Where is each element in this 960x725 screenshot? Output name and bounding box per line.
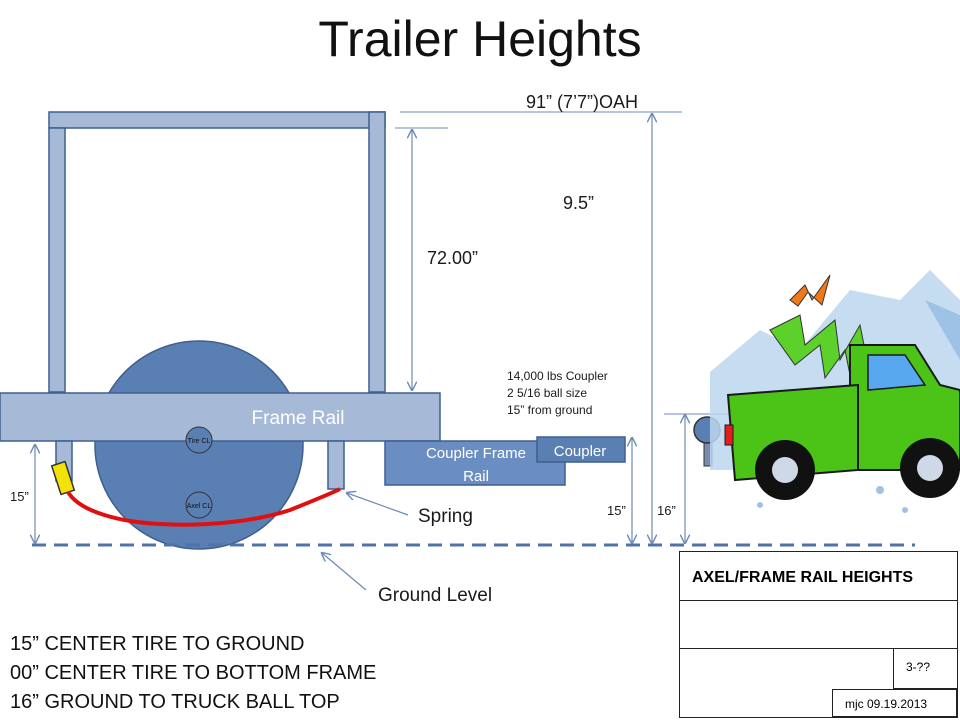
coupler-spec-line3: 15” from ground: [507, 403, 593, 417]
spring-label: Spring: [418, 506, 473, 527]
title-block-signature: mjc 09.19.2013: [832, 689, 957, 717]
ground-pointer: [322, 553, 367, 591]
ground-level-label: Ground Level: [378, 585, 493, 606]
axel-cl-label: Axel CL: [187, 503, 212, 510]
note-line-3: 16” GROUND TO TRUCK BALL TOP: [10, 691, 340, 713]
title-block-heading: AXEL/FRAME RAIL HEIGHTS: [680, 552, 957, 601]
page-title: Trailer Heights: [318, 11, 642, 67]
coupler-spec-line2: 2 5/16 ball size: [507, 386, 588, 400]
axle-centerline-marker: [185, 491, 213, 519]
leaf-spring: [66, 487, 341, 527]
tire-centerline-marker: [185, 426, 213, 454]
coupler-frame-rail-label-line2: Rail: [463, 468, 489, 485]
tire-cl-label: Tire CL: [188, 438, 211, 445]
coupler-frame-rail-label-line1: Coupler Frame: [426, 445, 526, 462]
dim-15-coupler-label: 15”: [607, 503, 626, 518]
coupler-block: [536, 436, 626, 463]
coupler-spec-block: 14,000 lbs Coupler 2 5/16 ball size 15” …: [507, 368, 608, 419]
frame-rail: [0, 392, 441, 442]
spring-pointer: [347, 493, 409, 516]
dim-9-5-label: 9.5”: [563, 193, 595, 213]
title-block-sheet-number: 3-??: [893, 649, 957, 689]
overall-height-label: 91” (7’7”)OAH: [526, 92, 639, 112]
notes-list: 15” CENTER TIRE TO GROUND 00” CENTER TIR…: [10, 630, 376, 717]
coupler-label: Coupler: [554, 443, 607, 460]
title-block-empty-row: [680, 601, 957, 649]
dim-16-label: 16”: [657, 503, 676, 518]
trailer-frame-upright: [48, 111, 386, 393]
coupler-frame-rail: [384, 440, 566, 486]
pickup-truck-clipart: [710, 270, 960, 513]
coupler-spec-line1: 14,000 lbs Coupler: [507, 369, 608, 383]
note-line-1: 15” CENTER TIRE TO GROUND: [10, 633, 305, 655]
dim-15-left-label: 15”: [10, 489, 29, 504]
frame-rail-label: Frame Rail: [252, 408, 345, 429]
title-block: AXEL/FRAME RAIL HEIGHTS 3-?? mjc 09.19.2…: [679, 551, 958, 718]
note-line-2: 00” CENTER TIRE TO BOTTOM FRAME: [10, 662, 377, 684]
right-hanger: [327, 440, 345, 490]
dim-72-label: 72.00”: [427, 248, 479, 268]
title-block-lower-row: 3-?? mjc 09.19.2013: [680, 649, 957, 719]
